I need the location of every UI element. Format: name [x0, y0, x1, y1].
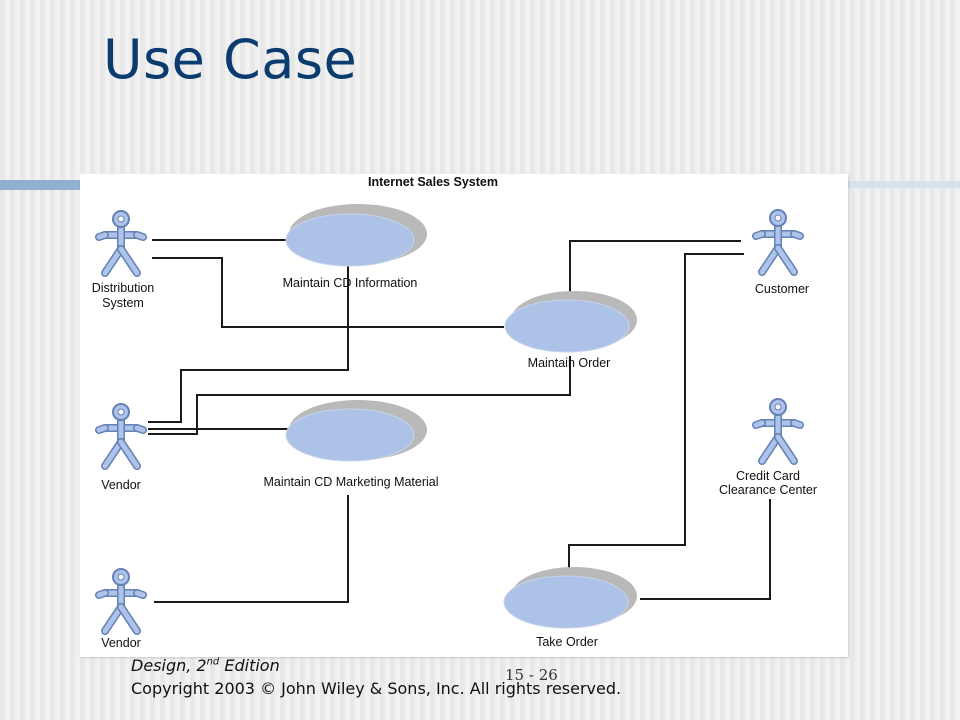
edition-prefix: Design, 2: [131, 656, 207, 675]
use-case-label: Maintain CD Marketing Material: [263, 475, 438, 489]
actor-label-distribution-line2: System: [102, 296, 144, 310]
use-case-take-order: Take Order: [503, 567, 637, 649]
accent-bar: [0, 180, 80, 190]
line-customer-maintain-order: [569, 240, 741, 296]
line-maintain-order-vendor: [148, 356, 571, 435]
actor-label-vendor-2: Vendor: [101, 636, 141, 650]
use-case-diagram: Maintain CD Information Maintain Order M…: [80, 174, 848, 657]
actor-figure-vendor-1: [95, 403, 147, 470]
page-number: 15 - 26: [505, 666, 558, 684]
line-customer-take-order: [568, 253, 744, 583]
edition-superscript: nd: [206, 656, 220, 668]
use-case-maintain-order: Maintain Order: [504, 291, 637, 370]
line-credit-card-take-order: [640, 499, 771, 600]
association-lines: [148, 239, 771, 603]
actors: [95, 209, 804, 635]
line-distribution-maintain-order: [152, 257, 504, 328]
use-case-label: Maintain CD Information: [283, 276, 418, 290]
actor-figure-credit-card-center: [752, 398, 804, 465]
copyright-notice: Copyright 2003 © John Wiley & Sons, Inc.…: [131, 679, 622, 698]
use-case-label: Maintain Order: [528, 356, 611, 370]
actor-label-credit-card-line1: Credit Card: [736, 469, 800, 483]
actor-label-credit-card-line2: Clearance Center: [719, 483, 817, 497]
actor-figure-distribution-system: [95, 210, 147, 277]
actor-label-vendor-1: Vendor: [101, 478, 141, 492]
use-case-label: Take Order: [536, 635, 598, 649]
actor-label-customer: Customer: [755, 282, 809, 296]
line-maintain-cd-info-vendor: [148, 260, 349, 423]
use-case-diagram-canvas: Maintain CD Information Maintain Order M…: [92, 175, 817, 650]
use-case-maintain-cd-information: Maintain CD Information: [283, 204, 427, 290]
use-case-maintain-cd-marketing-material: Maintain CD Marketing Material: [263, 400, 439, 489]
slide-title: Use Case: [103, 28, 358, 91]
line-marketing-material-vendor2: [154, 495, 349, 603]
actor-label-distribution-line1: Distribution: [92, 281, 155, 295]
footer-edition: Design, 2nd Edition: [131, 656, 280, 675]
edition-suffix: Edition: [219, 656, 280, 675]
system-name: Internet Sales System: [368, 175, 498, 189]
actor-figure-vendor-2: [95, 568, 147, 635]
actor-figure-customer: [752, 209, 804, 276]
